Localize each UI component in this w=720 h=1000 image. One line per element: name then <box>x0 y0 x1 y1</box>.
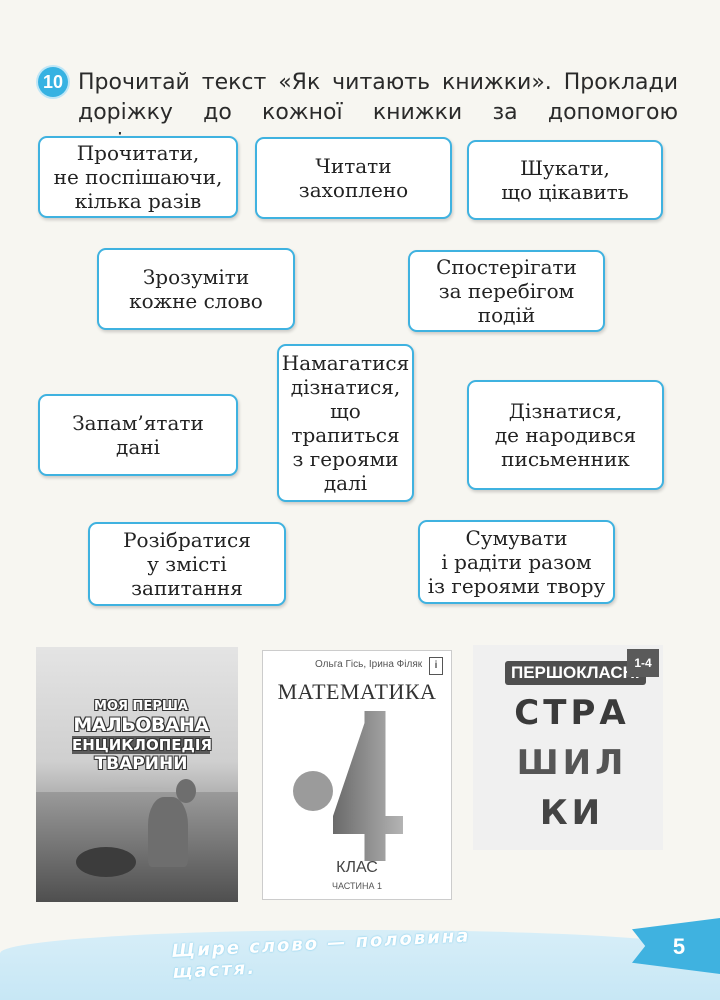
animal-illustration <box>76 847 136 877</box>
card-empathize-heroes[interactable]: Сумувати і радіти разом із героями твору <box>418 520 615 604</box>
math-book-grade: КЛАС <box>336 859 378 876</box>
encyclopedia-title-line1: МОЯ ПЕРША <box>94 699 188 714</box>
first-graders-series-title: ПЕРШОКЛАСНІ <box>505 661 646 685</box>
book-first-graders[interactable]: ПЕРШОКЛАСНІ 1-4 СТРА ШИЛ КИ <box>473 645 663 850</box>
publisher-logo-icon: i <box>429 657 443 675</box>
task-instruction: Прочитай текст «Як читають книжки». Прок… <box>78 70 678 155</box>
cover-letters-row3: КИ <box>539 793 605 833</box>
globe-illustration <box>293 771 333 811</box>
card-find-out-next[interactable]: Намагатися дізнатися, що трапиться з гер… <box>277 344 414 502</box>
page-number: 5 <box>672 934 686 959</box>
math-book-part: ЧАСТИНА 1 <box>332 881 382 891</box>
card-remember-data[interactable]: Запам’ятати дані <box>38 394 238 476</box>
card-read-passionately[interactable]: Читати захоплено <box>255 137 452 219</box>
cover-forest-scene <box>36 792 238 902</box>
cover-letters-row1: СТРА <box>514 693 630 733</box>
card-learn-writer-birthplace[interactable]: Дізнатися, де народився письменник <box>467 380 664 490</box>
deer-illustration <box>148 797 188 867</box>
deer-head-illustration <box>176 779 196 803</box>
math-book-title: МАТЕМАТИКА <box>277 679 437 704</box>
numeral-one-illustration <box>333 711 403 861</box>
encyclopedia-title-line4: ТВАРИНИ <box>94 754 188 774</box>
book-authors: Ольга Гісь, Ірина Філяк <box>315 659 423 670</box>
card-understand-question[interactable]: Розібратися у змісті запитання <box>88 522 286 606</box>
task-number-badge: 10 <box>38 67 68 97</box>
age-badge: 1-4 <box>627 649 659 677</box>
card-understand-each-word[interactable]: Зрозуміти кожне слово <box>97 248 295 330</box>
card-read-slowly[interactable]: Прочитати, не поспішаючи, кілька разів <box>38 136 238 218</box>
footer-wave <box>0 930 720 1000</box>
encyclopedia-title: МОЯ ПЕРША МАЛЬОВАНА ЕНЦИКЛОПЕДІЯ ТВАРИНИ <box>66 699 216 774</box>
card-search-interest[interactable]: Шукати, що цікавить <box>467 140 663 220</box>
book-mathematics[interactable]: Ольга Гісь, Ірина Філяк i МАТЕМАТИКА КЛА… <box>262 650 452 900</box>
cover-letters-row2: ШИЛ <box>516 743 628 783</box>
card-follow-events[interactable]: Спостерігати за перебігом подій <box>408 250 605 332</box>
encyclopedia-title-line2: МАЛЬОВАНА <box>73 714 209 736</box>
book-animal-encyclopedia[interactable]: МОЯ ПЕРША МАЛЬОВАНА ЕНЦИКЛОПЕДІЯ ТВАРИНИ <box>36 647 238 902</box>
encyclopedia-title-line3: ЕНЦИКЛОПЕДІЯ <box>72 736 213 754</box>
